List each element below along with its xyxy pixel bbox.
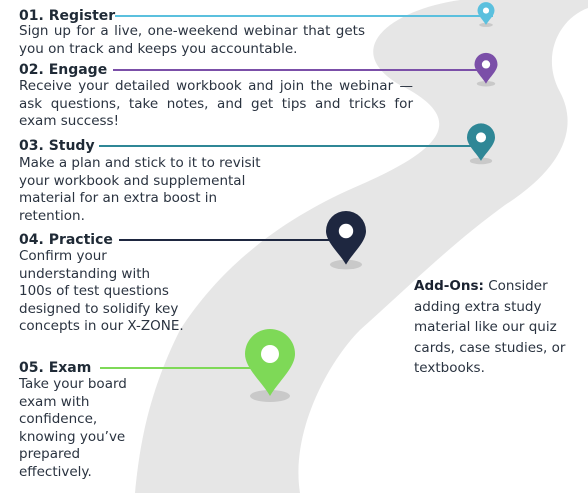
- step-number: 04.: [19, 232, 44, 248]
- step-pin-3: [467, 123, 495, 165]
- connector-line: [119, 239, 331, 241]
- add-ons-note: Add-Ons: Consider adding extra study mat…: [414, 276, 574, 379]
- pin-hole: [482, 7, 490, 14]
- pin-hole: [475, 132, 487, 143]
- step-name: Study: [48, 138, 95, 154]
- step-name: Register: [48, 8, 116, 24]
- step-pin-2: [474, 52, 498, 87]
- connector-line: [115, 15, 493, 17]
- road-shape: [135, 0, 588, 493]
- pin-shadow: [479, 22, 493, 27]
- step-title: 03. Study: [19, 138, 95, 154]
- step-description: Take your board exam with confidence, kn…: [19, 376, 127, 480]
- step-pin-4: [326, 211, 366, 270]
- pin-shadow: [476, 80, 496, 87]
- connector-line: [113, 69, 489, 71]
- pin-hole: [261, 345, 279, 363]
- add-ons-label: Add-Ons:: [414, 278, 484, 294]
- step-name: Practice: [48, 232, 113, 248]
- step-description: Sign up for a live, one-weekend webinar …: [19, 23, 365, 57]
- step-number: 03.: [19, 138, 44, 154]
- step-name: Engage: [48, 62, 108, 78]
- step-pin-5: [245, 329, 295, 402]
- step-number: 02.: [19, 62, 44, 78]
- step-description: Make a plan and stick to it to revisit y…: [19, 155, 261, 224]
- connector-line: [100, 367, 264, 369]
- pin-hole: [481, 60, 491, 69]
- step-pin-1: [477, 2, 495, 27]
- add-ons-text: Consider adding extra study material lik…: [414, 278, 566, 376]
- connector-line: [99, 145, 484, 147]
- step-name: Exam: [48, 360, 92, 376]
- step-number: 05.: [19, 360, 44, 376]
- step-title: 05. Exam: [19, 360, 91, 376]
- step-number: 01.: [19, 8, 44, 24]
- step-title: 01. Register: [19, 8, 115, 24]
- step-description: Confirm your understanding with 100s of …: [19, 248, 184, 335]
- pin-hole: [338, 223, 354, 239]
- step-description: Receive your detailed workbook and join …: [19, 78, 413, 130]
- step-title: 04. Practice: [19, 232, 113, 248]
- step-title: 02. Engage: [19, 62, 107, 78]
